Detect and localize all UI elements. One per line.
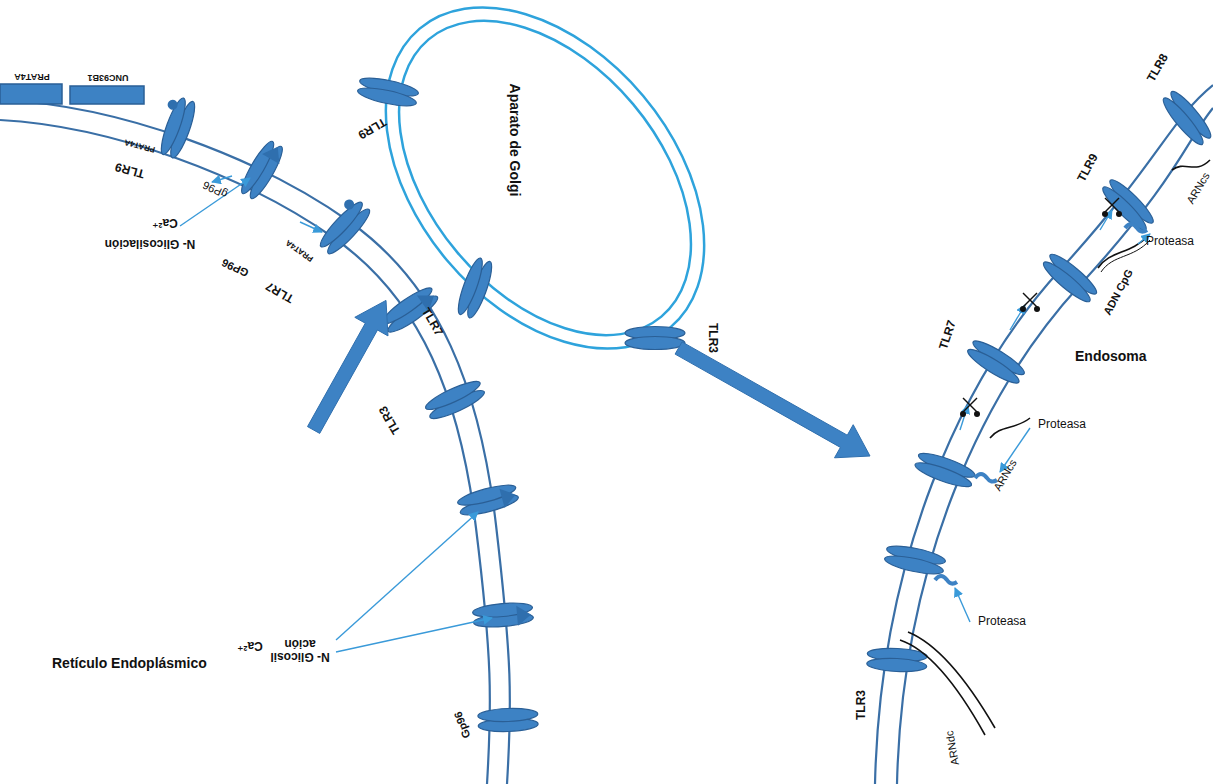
scissors-symbol	[1020, 293, 1040, 312]
tlr-receptor	[151, 94, 199, 160]
annotation-label: ADN CpG	[1101, 267, 1135, 317]
er-bars	[0, 84, 144, 104]
tlr-receptor	[456, 481, 520, 519]
tlr-receptor	[356, 75, 419, 110]
tlr-receptor	[472, 601, 534, 630]
tlr-receptor	[625, 327, 685, 350]
annotation-label: TLR7	[264, 279, 297, 305]
annotation-label: Proteasa	[978, 615, 1026, 628]
annotation-label: Gp96	[452, 710, 473, 740]
protease-sites	[935, 224, 1147, 584]
annotation-label: TLR3	[377, 404, 403, 437]
annotation-label: N- Glicosilación	[269, 637, 331, 663]
annotation-label: gP96	[201, 179, 229, 201]
annotation-label: ARNcs	[1184, 170, 1212, 206]
annotation-label: Ca²⁺	[237, 638, 263, 651]
transport-arrow	[308, 300, 389, 433]
scissors-symbol	[960, 398, 980, 417]
endosome-membrane	[875, 85, 1213, 784]
annotation-label: TLR9	[114, 160, 146, 181]
tlr-receptor	[423, 377, 487, 423]
tlr-receptor	[1040, 250, 1101, 306]
compartment-name: Aparato de Golgi	[507, 84, 523, 197]
ligands	[900, 160, 1210, 735]
annotation-label: ARNcs	[991, 457, 1019, 493]
annotation-label: TLR7	[419, 306, 445, 339]
annotation-label: TLR9	[356, 115, 389, 141]
tlr-receptor	[1159, 88, 1213, 149]
annotation-label: Ca²⁺	[152, 215, 178, 228]
annotation-label: ARNdc	[943, 730, 961, 766]
annotation-label: TLR9	[1075, 152, 1101, 185]
annotation-label: PRAT4A	[124, 137, 157, 154]
tlr-receptor	[866, 647, 927, 673]
scissors-symbols	[960, 198, 1122, 417]
annotation-label: GP96	[220, 257, 251, 280]
transport-arrow	[675, 342, 870, 458]
compartment-region: Endosoma	[870, 330, 1200, 470]
tlr-receptor	[883, 543, 946, 578]
annotation-label: Proteasa	[1146, 235, 1194, 248]
leader-lines	[180, 176, 1150, 652]
golgi-membrane	[322, 0, 769, 410]
annotation-label: PRAT4A	[285, 237, 316, 262]
annotation-label: UNC93B1	[87, 72, 128, 82]
tlr-receptor	[1099, 176, 1158, 235]
tlr-receptor	[237, 138, 287, 202]
annotation-label: N- Glicosilación	[105, 236, 196, 249]
annotation-label: TLR3	[705, 323, 718, 353]
tlr-receptor	[964, 336, 1027, 387]
compartment-region: Retículo Endoplásmico	[0, 430, 320, 730]
annotation-label: TLR7	[937, 319, 959, 352]
tlr-receptor	[454, 256, 496, 320]
annotation-label: TLR8	[1145, 52, 1171, 85]
receptors	[151, 75, 1213, 733]
compartment-name: Endosoma	[1075, 348, 1147, 364]
annotation-label: PRAT4A	[14, 71, 49, 81]
annotation-label: TLR3	[855, 690, 868, 720]
tlr-receptor	[311, 194, 373, 258]
compartment-name: Retículo Endoplásmico	[52, 655, 207, 671]
tlr-receptor	[478, 707, 539, 732]
annotation-label: Proteasa	[1038, 418, 1086, 431]
scissors-symbol	[1102, 198, 1122, 217]
tlr-receptor	[913, 449, 977, 491]
compartment-region: Aparato de Golgi	[386, 8, 704, 348]
er-membrane	[0, 100, 510, 784]
